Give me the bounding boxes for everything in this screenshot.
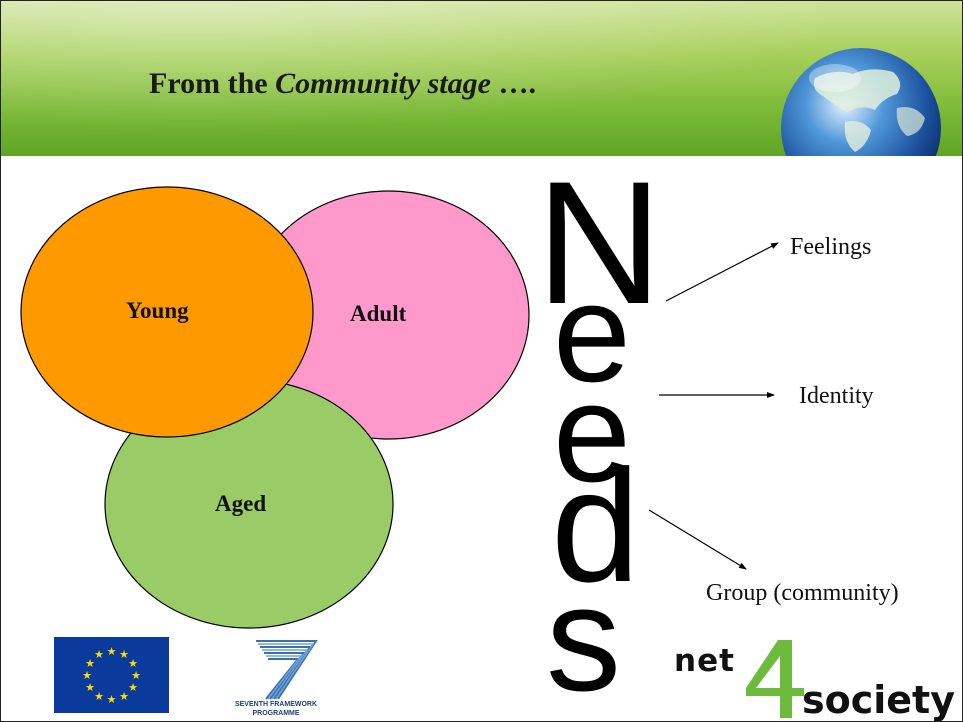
svg-text:★: ★ — [85, 657, 95, 670]
arrow-group — [648, 509, 747, 570]
svg-text:★: ★ — [82, 669, 92, 682]
society-text: society — [802, 678, 955, 722]
svg-text:★: ★ — [119, 648, 129, 661]
globe-icon — [781, 48, 941, 156]
svg-text:★: ★ — [94, 648, 104, 661]
needs-letter-e1: e — [553, 254, 631, 411]
needs-letter-n: N — [536, 146, 662, 341]
needs-letter-s: s — [546, 554, 621, 722]
needs-letter-d: d — [551, 436, 640, 615]
svg-text:★: ★ — [119, 690, 129, 703]
svg-text:★: ★ — [94, 690, 104, 703]
svg-text:★: ★ — [131, 669, 141, 682]
net4society-logo-icon: net 4 society — [664, 638, 960, 722]
svg-text:★: ★ — [107, 693, 117, 706]
adult-label: Adult — [350, 301, 407, 326]
aged-label: Aged — [215, 491, 267, 516]
arrow-feelings — [665, 242, 779, 302]
fp7-line1: SEVENTH FRAMEWORK — [234, 701, 318, 708]
fp7-line2: PROGRAMME — [252, 710, 300, 717]
eu-flag-icon: ★ ★ ★ ★ ★ ★ ★ ★ ★ ★ ★ ★ — [54, 637, 169, 713]
young-label: Young — [126, 298, 189, 323]
young-circle — [20, 186, 314, 438]
identity-label: Identity — [799, 383, 874, 409]
slide-title: From the Community stage …. — [149, 67, 536, 100]
fp7-logo-icon: SEVENTH FRAMEWORK PROGRAMME — [216, 635, 336, 719]
four-mark — [746, 640, 804, 718]
svg-text:★: ★ — [85, 681, 95, 694]
svg-text:★: ★ — [128, 657, 138, 670]
feelings-label: Feelings — [790, 234, 872, 260]
group-label: Group (community) — [706, 580, 899, 606]
svg-text:★: ★ — [128, 681, 138, 694]
net-text: net — [674, 643, 735, 679]
needs-letter-e2: e — [553, 354, 631, 511]
title-emphasis: Community stage — [275, 67, 491, 100]
svg-text:★: ★ — [107, 645, 117, 658]
